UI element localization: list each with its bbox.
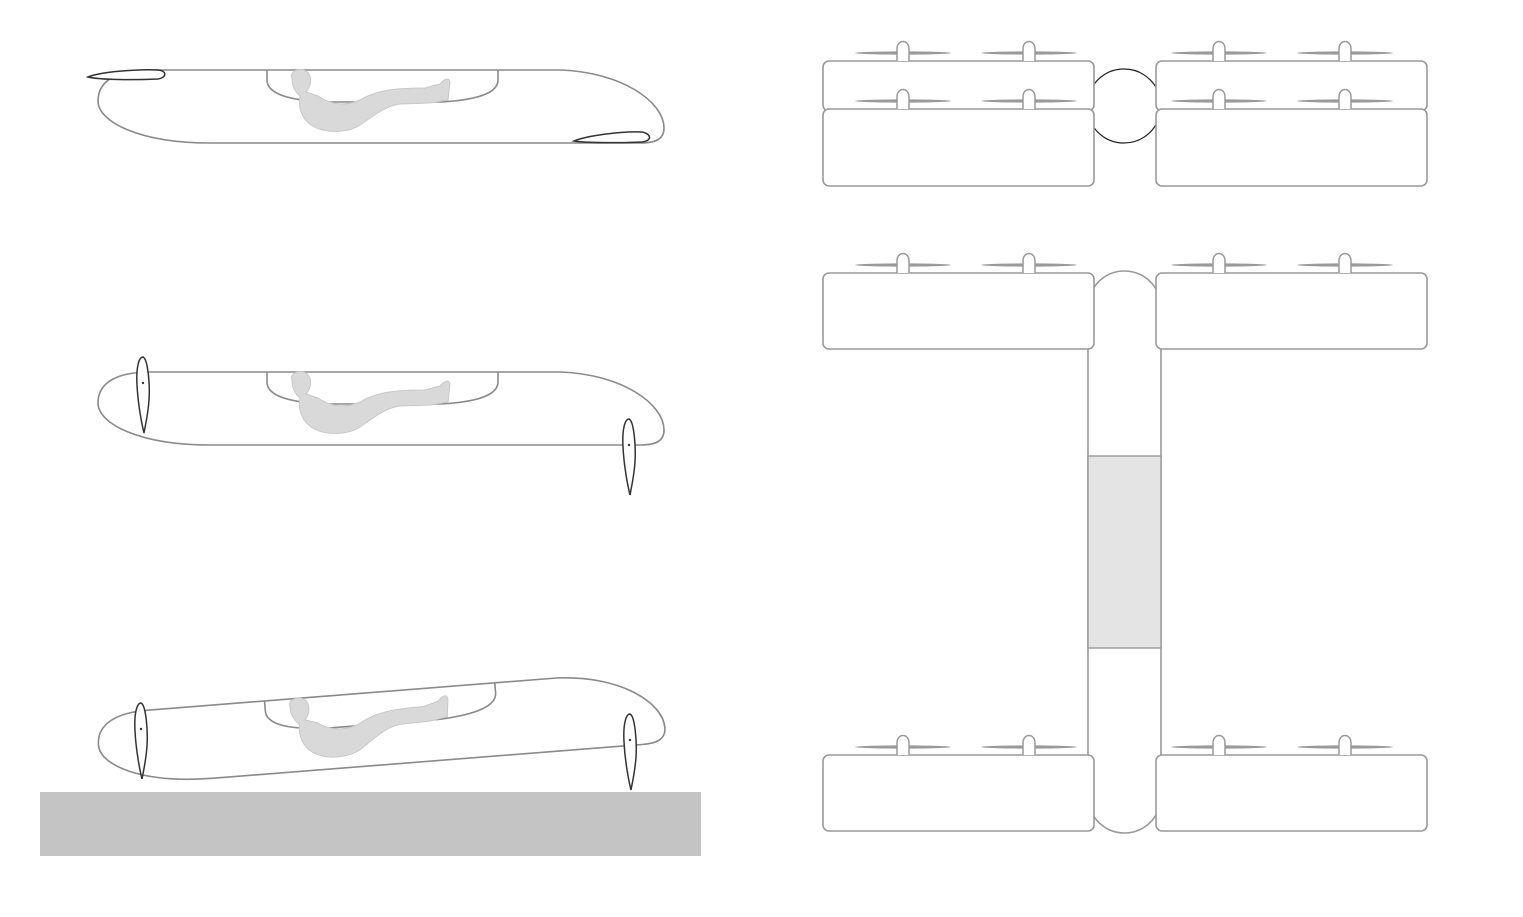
fuselage-side	[95, 668, 667, 788]
front-wing	[134, 702, 148, 780]
wing-box	[1155, 754, 1428, 832]
wing-box	[1155, 60, 1428, 112]
propeller-icon	[855, 88, 951, 109]
motor-hub	[1022, 88, 1036, 109]
propeller-icon	[1297, 40, 1393, 61]
motor-hub	[896, 734, 910, 755]
propeller-icon	[855, 734, 951, 755]
fuselage-side	[97, 371, 665, 446]
motor-hub	[1338, 88, 1352, 109]
propeller-icon	[981, 40, 1077, 61]
propeller-icon	[1297, 88, 1393, 109]
propeller-icon	[1171, 40, 1267, 61]
propeller-icon	[981, 734, 1077, 755]
propeller-icon	[855, 40, 951, 61]
motor-hub	[1338, 252, 1352, 273]
wing-box	[1155, 272, 1428, 350]
propeller-icon	[1297, 252, 1393, 273]
motor-hub	[1212, 88, 1226, 109]
motor-hub	[1022, 734, 1036, 755]
motor-hub	[1212, 734, 1226, 755]
propeller-icon	[1171, 734, 1267, 755]
propeller-icon	[981, 88, 1077, 109]
motor-hub	[1022, 40, 1036, 61]
motor-hub	[896, 252, 910, 273]
side-view-cruise	[85, 69, 665, 144]
wing-box	[822, 754, 1095, 832]
motor-hub	[1338, 40, 1352, 61]
motor-hub	[1022, 252, 1036, 273]
ground	[40, 792, 701, 856]
motor-hub	[896, 40, 910, 61]
wing-box	[822, 272, 1095, 350]
motor-hub	[896, 88, 910, 109]
propeller-icon	[981, 252, 1077, 273]
front-wing	[136, 356, 150, 434]
front-wing	[85, 69, 166, 81]
rear-wing	[623, 713, 637, 791]
top-view-extended	[822, 270, 1428, 834]
propellers	[855, 40, 1393, 755]
propeller-icon	[1297, 734, 1393, 755]
side-view-ground	[95, 668, 667, 788]
cabin-section	[1087, 455, 1162, 649]
rear-wing	[571, 131, 651, 144]
motor-hub	[1212, 40, 1226, 61]
rear-wing	[622, 418, 636, 496]
cabin-circle	[1086, 68, 1162, 144]
top-view-compact	[822, 60, 1428, 187]
propeller-icon	[1171, 88, 1267, 109]
wing-box	[1155, 108, 1428, 187]
propeller-icon	[1171, 252, 1267, 273]
motor-hub	[1338, 734, 1352, 755]
motor-hub	[1212, 252, 1226, 273]
wing-box	[822, 108, 1095, 187]
fuselage-side	[97, 69, 665, 144]
propeller-icon	[855, 252, 951, 273]
wing-box	[822, 60, 1095, 112]
side-view-hover	[97, 371, 665, 446]
